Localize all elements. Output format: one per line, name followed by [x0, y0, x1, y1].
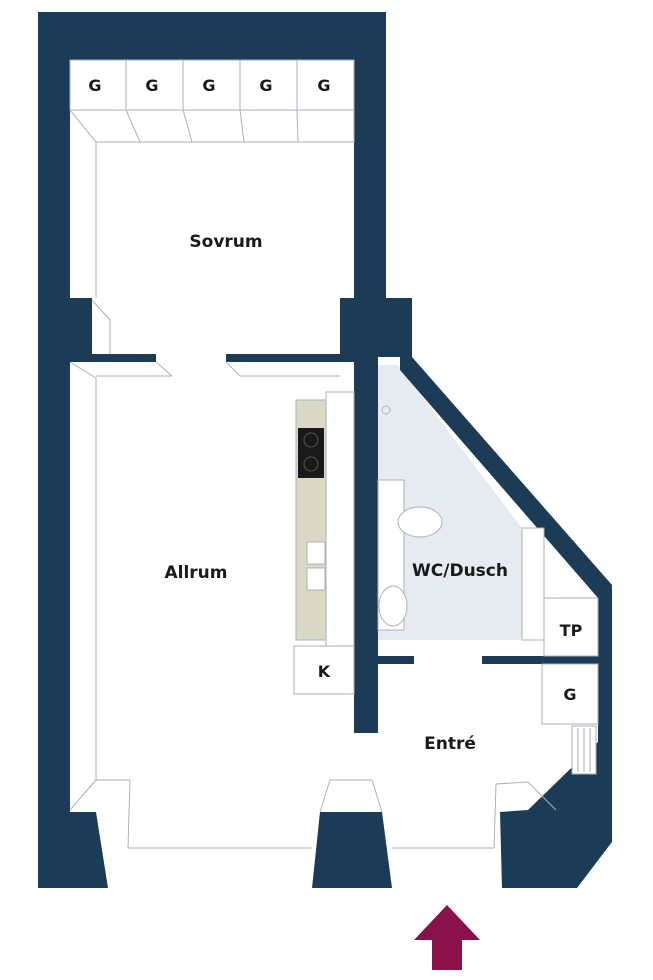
sink-basin-2: [306, 567, 326, 591]
cooktop-burner-1: [303, 432, 319, 448]
walls: [38, 12, 612, 888]
cooktop-burner-2: [303, 456, 319, 472]
outer-wall-diagonal: [400, 357, 612, 888]
bath-cabinet: [521, 527, 545, 641]
entrance-pier: [312, 812, 392, 888]
bathroom-fixtures: [377, 405, 545, 641]
wardrobe-1: [69, 59, 127, 111]
kitchen-cabinets: [325, 391, 355, 647]
wardrobe-3-label: G: [202, 76, 215, 95]
bedroom-wardrobes: G G G G G: [69, 59, 355, 143]
partition-right: [226, 354, 356, 362]
allrum-label: Allrum: [164, 563, 227, 583]
entry-wardrobe-label: G: [563, 685, 576, 704]
wardrobe-4-label: G: [259, 76, 272, 95]
kitchen: K: [293, 391, 355, 695]
outer-wall-west-north: [38, 12, 412, 888]
inner-wall-bathroom-west: [354, 357, 378, 733]
shower-head: [381, 405, 391, 415]
wardrobe-3: [182, 59, 241, 111]
wardrobe-5: [296, 59, 355, 111]
wall-edges: [69, 109, 557, 849]
arrow-up-icon: [414, 905, 480, 970]
cooktop: [298, 428, 324, 478]
wc-dusch-label: WC/Dusch: [412, 561, 508, 581]
sink-basin-1: [306, 541, 326, 565]
sovrum-label: Sovrum: [189, 232, 262, 252]
toilet: [397, 506, 443, 538]
washbasin: [378, 585, 408, 627]
wall-stub-left: [70, 298, 92, 358]
partition-left: [70, 354, 156, 362]
wardrobe-1-label: G: [88, 76, 101, 95]
entry-storage: TP G: [541, 597, 599, 775]
wardrobe-5-label: G: [317, 76, 330, 95]
kitchen-label: K: [318, 662, 331, 681]
bathroom-floor: [378, 365, 522, 640]
kitchen-storage-k: [293, 645, 355, 695]
wardrobe-2-label: G: [145, 76, 158, 95]
entre-label: Entré: [424, 734, 476, 754]
laundry-closet: [543, 597, 599, 657]
laundry-label: TP: [560, 621, 583, 640]
bathroom-bottom-wall-left: [378, 656, 414, 664]
wall-stub-right: [340, 298, 356, 358]
entry-wardrobe: [541, 663, 599, 725]
bathroom-bottom-wall-right: [482, 656, 602, 664]
room-labels: Sovrum Allrum WC/Dusch Entré: [164, 232, 507, 754]
